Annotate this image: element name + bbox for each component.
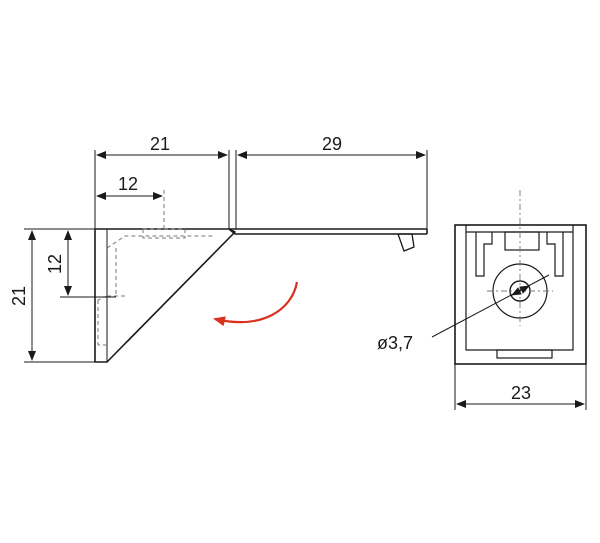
dim-hole-diameter-label: ø3,7 bbox=[377, 333, 413, 353]
dim-hole-horizontal-label: 12 bbox=[118, 174, 138, 194]
dim-bracket-width-label: 21 bbox=[150, 134, 170, 154]
front-top-clips bbox=[466, 231, 573, 277]
curved-arrow-icon bbox=[213, 281, 299, 327]
dim-front-width-label: 23 bbox=[511, 383, 531, 403]
front-inner-channel bbox=[465, 225, 574, 351]
front-dimensions bbox=[431, 274, 587, 410]
side-view-dimensions bbox=[24, 150, 428, 363]
bracket-outline bbox=[94, 228, 236, 363]
dim-line-hole-diameter bbox=[431, 274, 550, 338]
front-view bbox=[454, 224, 587, 365]
front-outer-frame bbox=[454, 224, 587, 365]
hidden-lines bbox=[97, 228, 215, 346]
dim-hole-vertical-label: 12 bbox=[45, 254, 65, 274]
slider-rail bbox=[228, 228, 428, 252]
front-bottom-slot bbox=[496, 349, 553, 359]
dim-rail-length-label: 29 bbox=[322, 134, 342, 154]
dim-bracket-height-label: 21 bbox=[9, 286, 29, 306]
